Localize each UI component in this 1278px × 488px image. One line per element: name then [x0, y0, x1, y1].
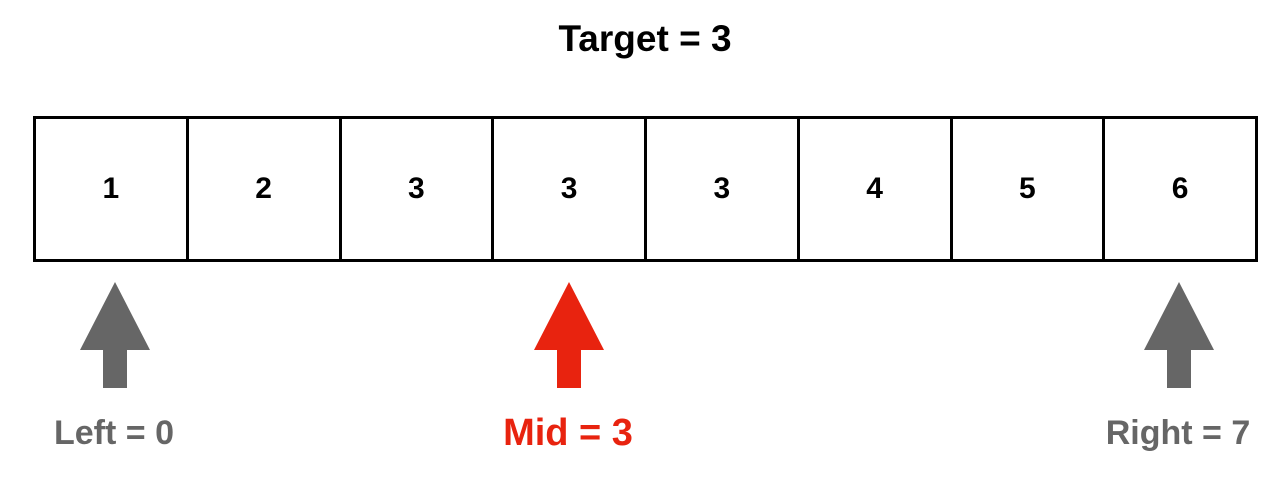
- array-cell-2: 3: [342, 119, 495, 259]
- array-cell-0: 1: [36, 119, 189, 259]
- left-pointer-arrow-icon: [80, 282, 150, 388]
- array-cell-3: 3: [494, 119, 647, 259]
- right-pointer-label: Right = 7: [1105, 414, 1251, 452]
- array-cell-1: 2: [189, 119, 342, 259]
- array: 1 2 3 3 3 4 5 6: [33, 116, 1258, 262]
- mid-pointer-arrow-icon: [534, 282, 604, 388]
- target-title: Target = 3: [558, 18, 732, 59]
- array-cell-6: 5: [953, 119, 1106, 259]
- array-cell-7: 6: [1171, 172, 1189, 205]
- mid-pointer-label: Mid = 3: [503, 412, 633, 454]
- right-pointer-arrow-icon: [1144, 282, 1214, 388]
- array-cell-5: 4: [800, 119, 953, 259]
- array-cell-4: 3: [647, 119, 800, 259]
- left-pointer-label: Left = 0: [54, 414, 174, 452]
